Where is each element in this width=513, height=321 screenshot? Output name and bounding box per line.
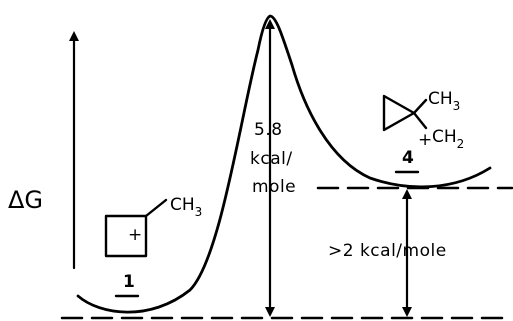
methyl-label-1-main: CH	[170, 195, 195, 215]
cyclobutane-ring-1	[104, 214, 148, 258]
methylene-label-4-main: CH	[432, 127, 457, 147]
methyl-label-4-main: CH	[428, 89, 453, 109]
methylene-label-4-sub: 2	[457, 137, 465, 151]
methyl-bond-1	[144, 198, 168, 218]
methyl-label-1-sub: 3	[195, 205, 203, 219]
cation-charge-1: +	[128, 225, 142, 245]
structure-4: CH3 + CH2 4	[382, 89, 464, 174]
structure-1: CH3 + 1	[104, 195, 202, 298]
methyl-label-4: CH3	[428, 89, 460, 113]
energy-profile-curve	[76, 14, 492, 314]
methylene-label-4: CH2	[432, 127, 464, 151]
cation-charge-4: +	[418, 130, 432, 150]
compound-number-1: 1	[123, 272, 135, 292]
methyl-bond-4	[412, 98, 428, 115]
methyl-label-4-sub: 3	[453, 99, 461, 113]
methyl-label-1: CH3	[170, 195, 202, 219]
barrier-label-line-2: kcal/	[250, 149, 293, 169]
barrier-label-line-1: 5.8	[254, 120, 283, 140]
methylene-bond-4	[412, 111, 428, 130]
delta-g-label: ΔG	[8, 186, 43, 214]
compound-number-4: 4	[402, 148, 414, 168]
barrier-label-line-3: mole	[252, 177, 296, 197]
cyclopropane-ring-4	[382, 94, 416, 132]
energy-difference-label: >2 kcal/mole	[328, 241, 447, 261]
